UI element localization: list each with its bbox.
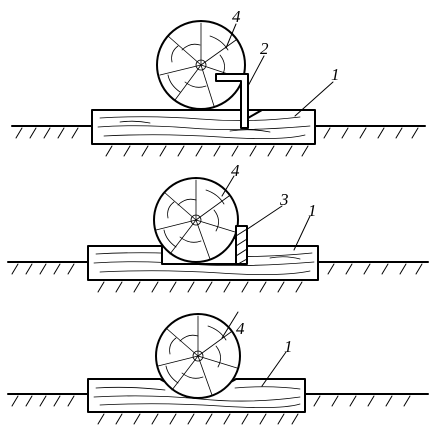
log-label: 4 bbox=[232, 7, 241, 26]
ground-line bbox=[7, 261, 429, 275]
ground-line bbox=[11, 125, 426, 139]
log-label: 4 bbox=[231, 161, 240, 180]
beam-label: 1 bbox=[331, 65, 340, 84]
beam-hatching bbox=[97, 281, 303, 293]
panel-2: 4 3 1 bbox=[7, 161, 429, 293]
panel-1: 4 2 1 bbox=[11, 7, 426, 157]
panel-3: 4 1 bbox=[7, 311, 429, 425]
beam bbox=[91, 109, 316, 145]
chock-label: 3 bbox=[279, 190, 289, 209]
log-label: 4 bbox=[236, 319, 245, 338]
beam-label: 1 bbox=[284, 337, 293, 356]
ground-line bbox=[7, 393, 429, 407]
chock bbox=[235, 225, 248, 265]
log bbox=[156, 20, 246, 110]
beam-hatching bbox=[97, 413, 299, 425]
leader-lines bbox=[221, 311, 287, 387]
log bbox=[155, 313, 241, 399]
log bbox=[153, 177, 239, 263]
beam-label: 1 bbox=[308, 201, 317, 220]
leader-lines bbox=[221, 175, 311, 251]
beam-hatching bbox=[105, 145, 309, 157]
wedge-label: 2 bbox=[260, 39, 269, 58]
wedge bbox=[215, 73, 263, 129]
leader-lines bbox=[225, 23, 334, 117]
